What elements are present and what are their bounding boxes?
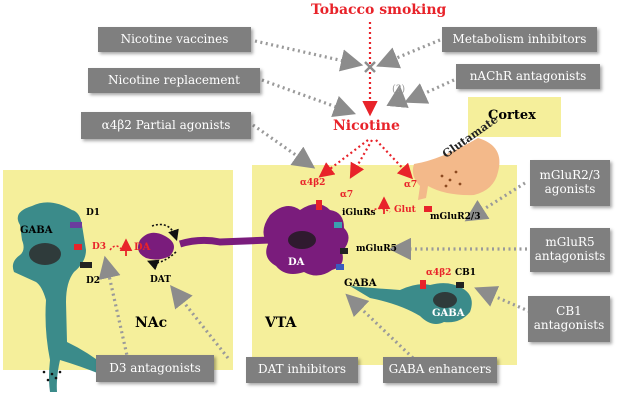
d3-antagonists-box: D3 antagonists	[96, 355, 214, 382]
glut-release	[367, 207, 391, 215]
glutamate-cell	[412, 138, 500, 200]
a4b2-gaba-label: α4β2	[426, 268, 452, 278]
da-axon	[178, 236, 271, 248]
dat-inhibitors-box: DAT inhibitors	[246, 357, 358, 383]
vta-label: VTA	[265, 315, 297, 331]
dat-return	[147, 251, 177, 271]
gaba-nac-nucleus	[29, 243, 61, 265]
nachr-antagonists-box: nAChR antagonists	[456, 64, 600, 89]
gaba-vta-right-label: GABA	[432, 308, 465, 319]
d1-receptor	[70, 222, 82, 228]
nac-label: NAc	[135, 315, 168, 331]
a4b2-top-label: α4β2	[300, 178, 326, 188]
nicotine-replacement-box: Nicotine replacement	[88, 68, 260, 93]
cortex-region	[468, 97, 561, 137]
nicotine-label: Nicotine	[333, 118, 400, 134]
a4b2-receptor-gaba	[420, 280, 426, 289]
da-release-path	[109, 245, 123, 251]
title-label: Tobacco smoking	[311, 2, 447, 18]
mglur23-agonists-box: mGluR2/3 agonists	[530, 160, 610, 206]
da-release-label: DA	[134, 242, 151, 253]
uncertain-mark: (?)	[392, 84, 406, 95]
intervention-arrows	[98, 38, 541, 361]
da-nucleus	[288, 231, 316, 249]
cb1-receptor	[456, 282, 464, 288]
mglur5-antagonists-box: mGluR5 antagonists	[530, 228, 610, 272]
gaba-vta-left-label: GABA	[344, 278, 377, 289]
cb1-label: CB1	[455, 268, 477, 278]
d1-label: D1	[86, 208, 101, 218]
cortex-label: Cortex	[488, 108, 536, 123]
mglur5-receptor	[340, 248, 348, 254]
nicotine-vaccines-box: Nicotine vaccines	[98, 27, 251, 52]
gaba-nac-label: GABA	[20, 225, 53, 236]
mglur23-receptor	[424, 206, 432, 212]
partial-agonists-box: α4β2 Partial agonists	[81, 112, 251, 139]
a4b2-receptor-top	[316, 200, 322, 210]
nicotine-arrows	[318, 22, 414, 180]
gaba-nac-dots	[42, 370, 62, 382]
mglur23-label: mGluR2/3	[430, 212, 481, 222]
iglurs-label: iGluRs	[342, 208, 376, 218]
a7-right-label: α7	[404, 180, 418, 190]
gaba-enhancers-box: GABA enhancers	[383, 357, 497, 383]
cb1-antagonists-box: CB1 antagonists	[528, 296, 610, 342]
cb-mark	[336, 264, 344, 270]
gaba-vta-nucleus	[433, 292, 457, 308]
glutamate-dots	[440, 170, 462, 188]
iglur-receptor	[334, 222, 342, 228]
da-cell-label: DA	[288, 257, 305, 268]
glut-label: Glut	[394, 205, 416, 215]
mglur5-label: mGluR5	[356, 244, 397, 254]
da-terminal	[138, 232, 174, 260]
d2-label: D2	[86, 276, 101, 286]
d3-receptor-mark	[74, 244, 82, 250]
d2-receptor	[80, 262, 92, 268]
metabolism-inhibitors-box: Metabolism inhibitors	[442, 27, 597, 52]
a7-left-label: α7	[340, 190, 354, 200]
d3-label: D3	[92, 242, 107, 252]
block-mark	[364, 61, 376, 73]
increase-arrows	[119, 196, 391, 256]
dat-label: DAT	[150, 275, 171, 285]
